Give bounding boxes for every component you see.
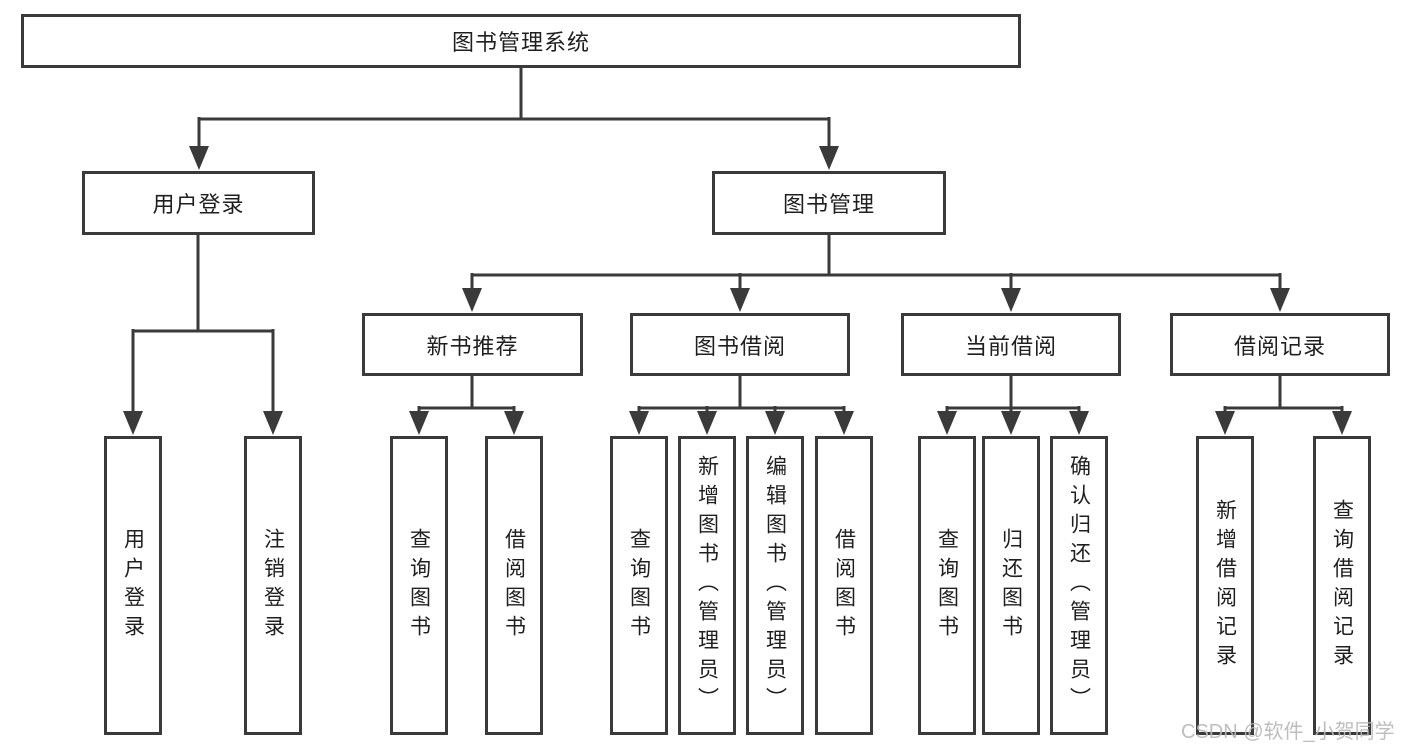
arrow-down-icon	[1001, 411, 1021, 435]
leaf-confirm-return-admin: 确认归还（管理员）	[1050, 436, 1108, 735]
leaf-logout: 注销登录	[244, 436, 302, 735]
arrow-down-icon	[462, 288, 482, 312]
leaf-add-book-admin: 新增图书（管理员）	[678, 436, 736, 735]
leaf-return-books: 归还图书	[982, 436, 1040, 735]
arrow-down-icon	[629, 411, 649, 435]
arrow-down-icon	[504, 411, 524, 435]
arrow-down-icon	[834, 411, 854, 435]
arrowheads	[123, 146, 1352, 435]
leaf-query-books-current: 查询图书	[918, 436, 976, 735]
arrow-down-icon	[263, 411, 283, 435]
node-book-borrowing: 图书借阅	[630, 313, 850, 376]
leaf-add-borrow-record: 新增借阅记录	[1196, 436, 1254, 735]
node-library-system: 图书管理系统	[21, 14, 1021, 68]
node-current-borrowing: 当前借阅	[901, 313, 1121, 376]
arrow-down-icon	[1215, 411, 1235, 435]
arrow-down-icon	[937, 411, 957, 435]
leaf-query-books-recommend: 查询图书	[390, 436, 448, 735]
arrow-down-icon	[123, 411, 143, 435]
arrow-down-icon	[819, 146, 839, 170]
arrow-down-icon	[409, 411, 429, 435]
leaf-user-login: 用户登录	[104, 436, 162, 735]
arrow-down-icon	[697, 411, 717, 435]
arrow-down-icon	[1069, 411, 1089, 435]
csdn-watermark: CSDN @软件_小贺同学	[1181, 721, 1395, 743]
arrow-down-icon	[1270, 288, 1290, 312]
arrow-down-icon	[765, 411, 785, 435]
arrow-down-icon	[1001, 288, 1021, 312]
arrow-down-icon	[189, 146, 209, 170]
leaf-query-books-borrowing: 查询图书	[610, 436, 668, 735]
arrow-down-icon	[730, 288, 750, 312]
node-book-management: 图书管理	[712, 171, 946, 235]
node-user-login: 用户登录	[82, 171, 315, 235]
node-new-book-recommend: 新书推荐	[362, 313, 583, 376]
leaf-borrow-books-recommend: 借阅图书	[485, 436, 543, 735]
leaf-borrow-books-borrowing: 借阅图书	[815, 436, 873, 735]
leaf-edit-book-admin: 编辑图书（管理员）	[746, 436, 804, 735]
arrow-down-icon	[1332, 411, 1352, 435]
leaf-query-borrow-record: 查询借阅记录	[1313, 436, 1371, 735]
node-borrowing-records: 借阅记录	[1170, 313, 1390, 376]
